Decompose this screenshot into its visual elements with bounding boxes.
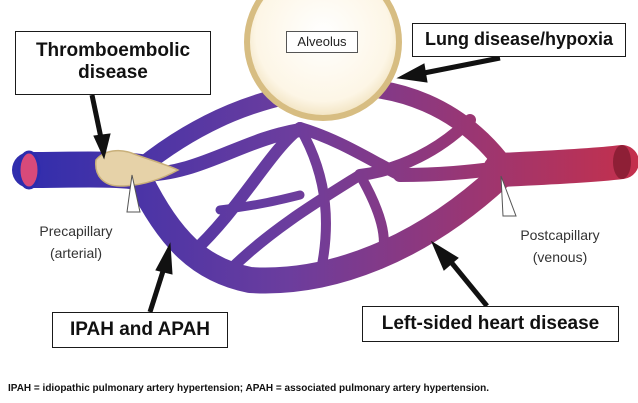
precapillary-pointer	[126, 174, 141, 213]
alveolus-circle	[244, 0, 402, 121]
lung-disease-label: Lung disease/hypoxia	[412, 23, 626, 57]
venous-lumen	[613, 145, 631, 179]
branch-i	[215, 190, 305, 215]
arrow-lhd-head	[430, 240, 459, 271]
arrow-thrombo-head	[93, 133, 111, 160]
branch-e	[295, 123, 331, 280]
thrombus-clot	[95, 149, 180, 187]
arrow-lhd-shaft	[449, 260, 489, 308]
postcapillary-line2: (venous)	[532, 249, 588, 265]
arrows	[89, 55, 501, 313]
postcapillary-line1: Postcapillary	[520, 227, 600, 243]
precapillary-line1: Precapillary	[39, 223, 113, 239]
postcapillary-pointer	[500, 175, 517, 217]
thromboembolic-line2: disease	[78, 62, 148, 83]
venous-trunk	[483, 145, 638, 187]
thromboembolic-disease-label: Thromboembolic disease	[15, 31, 211, 95]
branch-f	[354, 114, 476, 181]
postcapillary-callout: Postcapillary (venous)	[510, 224, 610, 268]
arrow-thrombo-shaft	[89, 94, 104, 139]
branch-d	[224, 169, 366, 276]
branch-h	[393, 161, 507, 182]
left-heart-disease-label: Left-sided heart disease	[362, 306, 619, 342]
branch-b	[184, 122, 306, 261]
lower-sweep-vessel	[127, 163, 513, 294]
precapillary-line2: (arterial)	[49, 245, 103, 261]
capillary-bed	[12, 78, 638, 294]
ipah-apah-label: IPAH and APAH	[52, 312, 228, 348]
arterial-lumen	[17, 150, 41, 190]
arrow-ipah-head	[155, 242, 173, 275]
alveolus-label: Alveolus	[286, 31, 358, 53]
arrow-lung-shaft	[423, 55, 501, 76]
branch-g	[355, 170, 389, 267]
thromboembolic-line1: Thromboembolic	[35, 40, 191, 61]
arrow-lung-head	[396, 63, 428, 83]
arrow-ipah-shaft	[147, 267, 167, 313]
precapillary-callout: Precapillary (arterial)	[26, 220, 126, 264]
footnote: IPAH = idiopathic pulmonary artery hyper…	[8, 383, 490, 394]
